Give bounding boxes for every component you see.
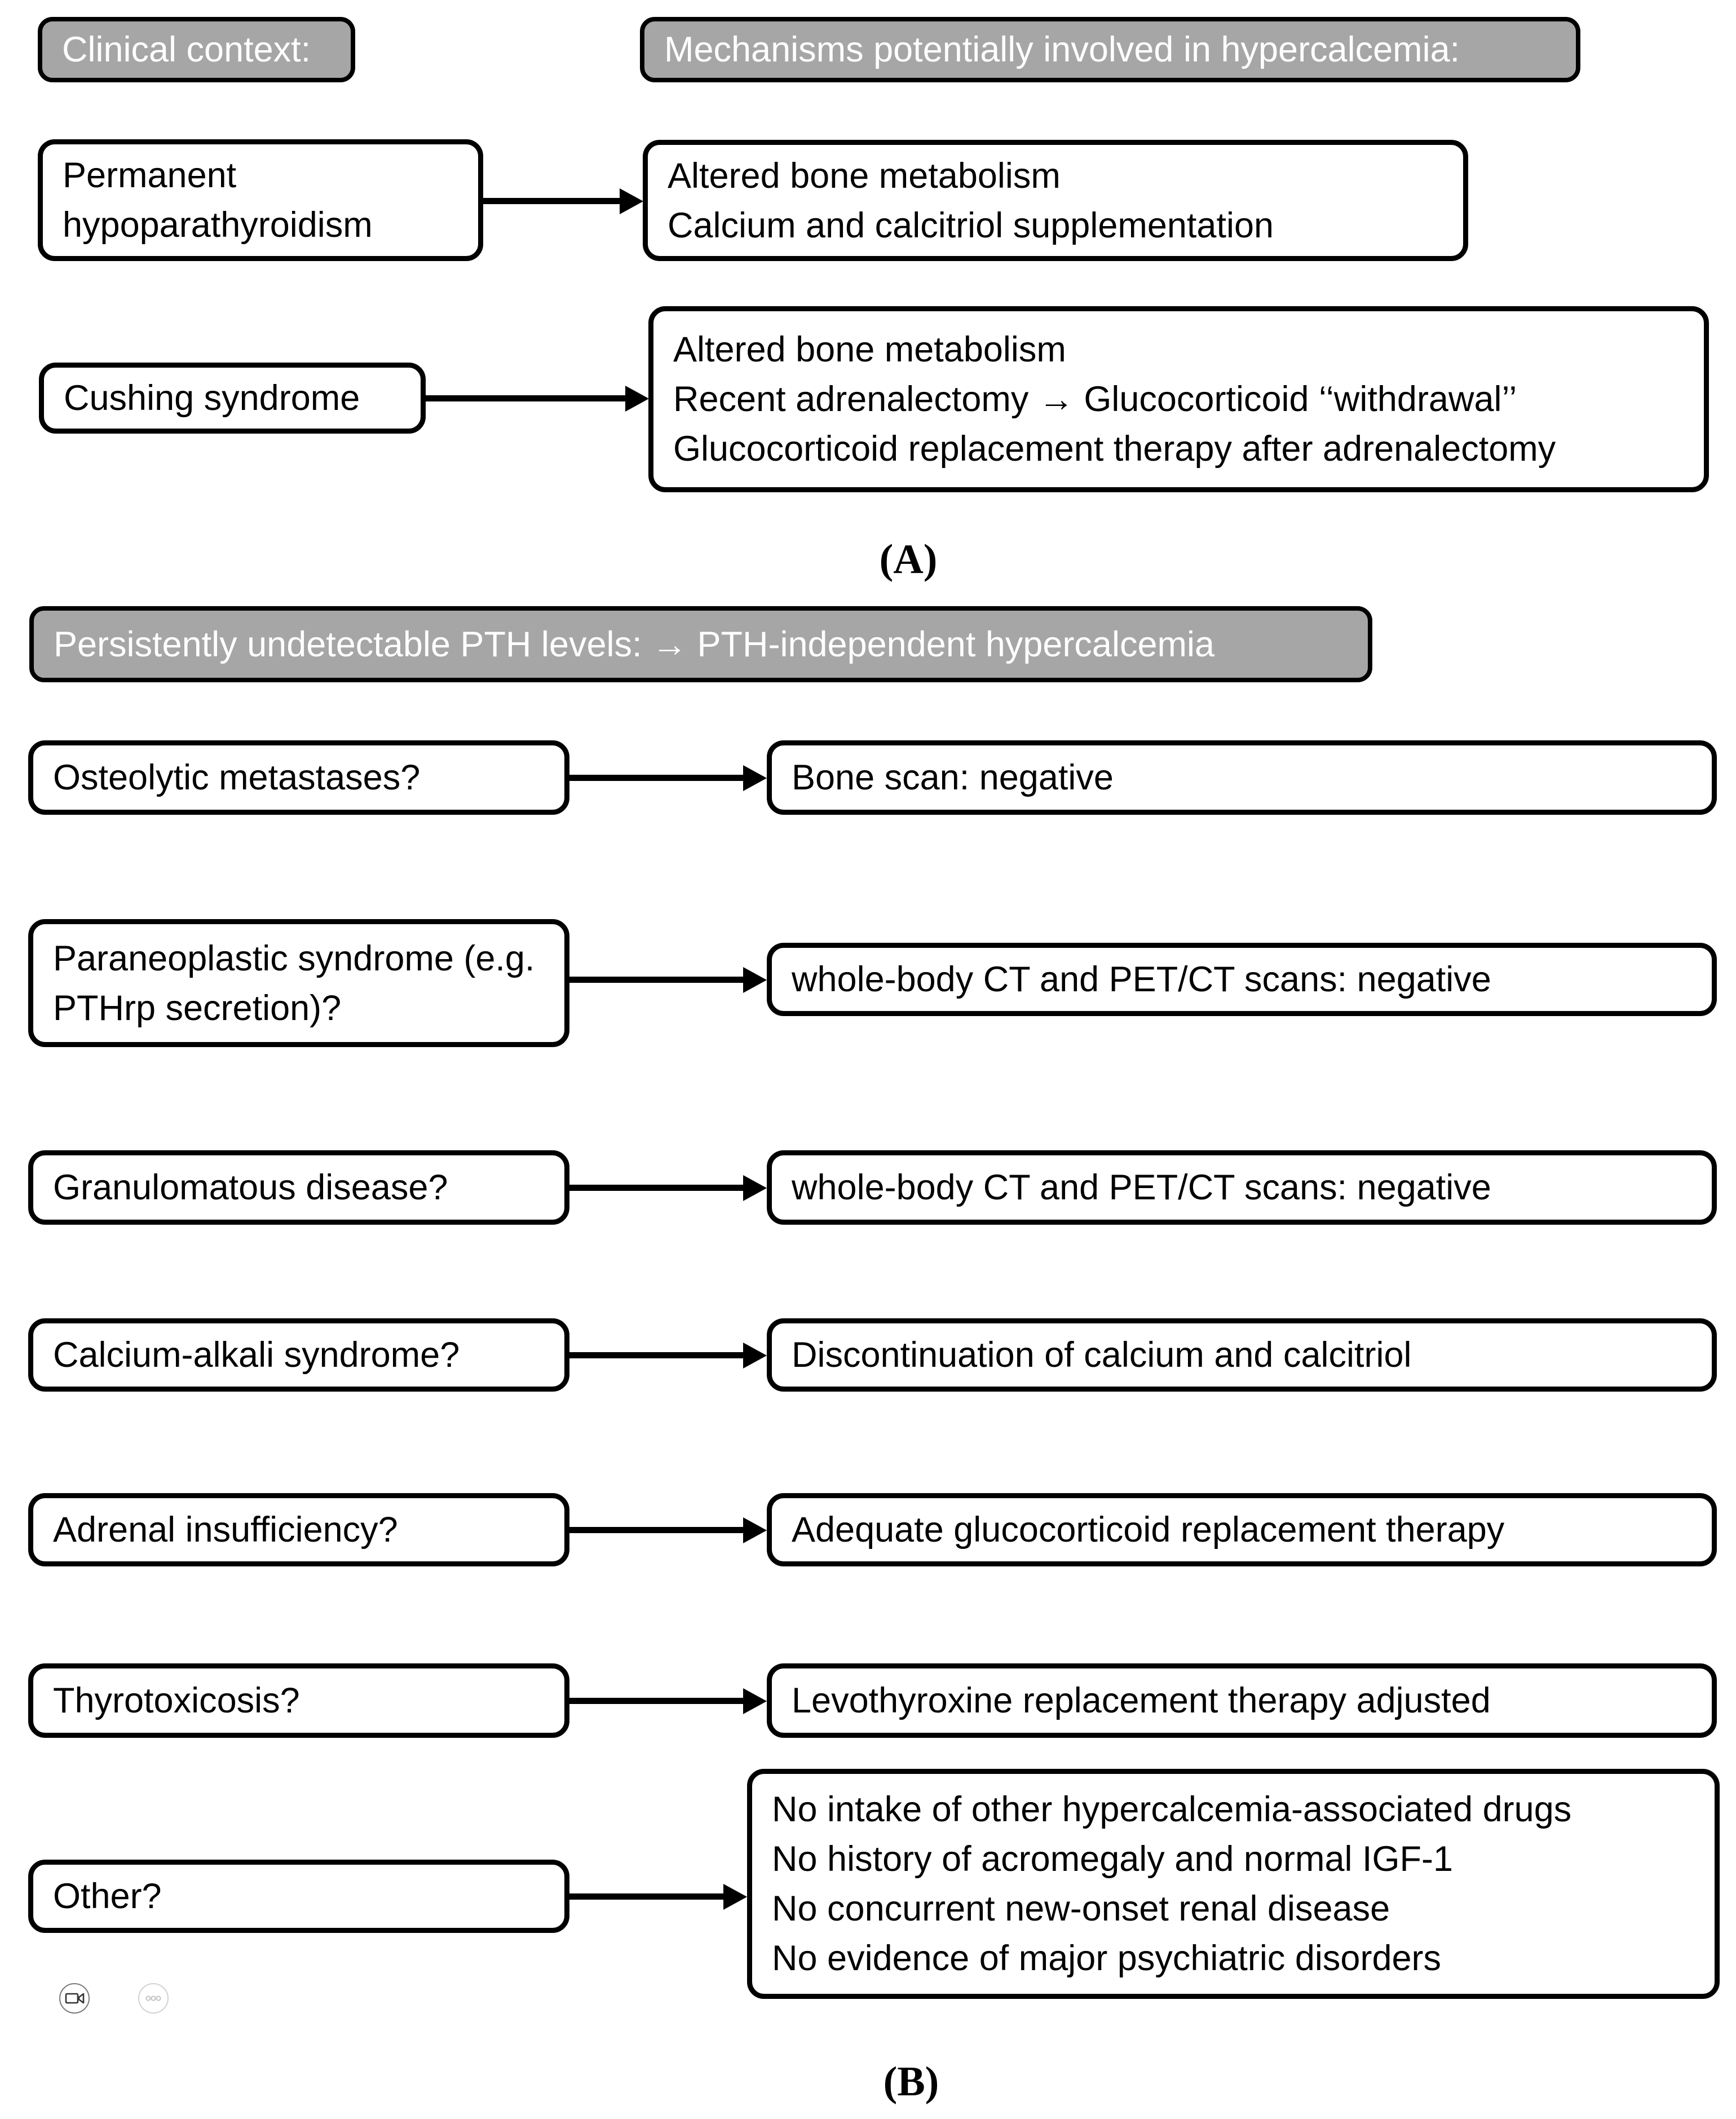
context-box-permanent-hypoparathyroidism: Permanent hypoparathyroidism [38, 139, 483, 261]
arrow [568, 1527, 744, 1533]
question-box-granulomatous-disease: Granulomatous disease? [28, 1150, 569, 1225]
arrow [482, 198, 620, 204]
question-box-adrenal-insufficiency: Adrenal insufficiency? [28, 1493, 569, 1566]
arrow [568, 977, 744, 983]
question-box-calcium-alkali-syndrome: Calcium-alkali syndrome? [28, 1318, 569, 1392]
answer-box-glucocorticoid-replacement: Adequate glucocorticoid replacement ther… [767, 1493, 1717, 1566]
answer-box-ct-pet-1: whole-body CT and PET/CT scans: negative [767, 943, 1717, 1016]
mechanism-box-hypoparathyroidism: Altered bone metabolism Calcium and calc… [643, 140, 1468, 261]
answer-box-discontinuation: Discontinuation of calcium and calcitrio… [767, 1318, 1717, 1392]
question-box-thyrotoxicosis: Thyrotoxicosis? [28, 1663, 569, 1738]
ellipsis-icon[interactable] [138, 1983, 169, 2014]
question-box-paraneoplastic-syndrome: Paraneoplastic syndrome (e.g. PTHrp secr… [28, 919, 569, 1047]
header-clinical-context: Clinical context: [38, 17, 355, 82]
question-box-osteolytic-metastases: Osteolytic metastases? [28, 740, 569, 815]
panel-a-label: (A) [879, 536, 938, 582]
answer-box-ct-pet-2: whole-body CT and PET/CT scans: negative [767, 1150, 1717, 1225]
arrow [568, 1698, 744, 1704]
mechanism-box-cushing: Altered bone metabolism Recent adrenalec… [648, 306, 1709, 492]
arrow [425, 395, 626, 401]
panel-b-label: (B) [883, 2059, 939, 2105]
arrow [568, 775, 744, 781]
question-box-other: Other? [28, 1860, 569, 1933]
video-camera-icon-glyph [59, 1983, 90, 2014]
arrow [568, 1352, 744, 1358]
ellipsis-icon-glyph [138, 1983, 169, 2014]
answer-box-other-criteria: No intake of other hypercalcemia-associa… [747, 1769, 1720, 1999]
answer-box-levothyroxine: Levothyroxine replacement therapy adjust… [767, 1663, 1717, 1738]
context-box-cushing-syndrome: Cushing syndrome [39, 363, 426, 434]
header-pth-independent: Persistently undetectable PTH levels: → … [29, 606, 1372, 682]
video-camera-icon[interactable] [59, 1983, 90, 2014]
arrow [568, 1185, 744, 1191]
answer-box-bone-scan: Bone scan: negative [767, 740, 1717, 815]
header-mechanisms: Mechanisms potentially involved in hyper… [640, 17, 1580, 82]
arrow [568, 1893, 724, 1900]
